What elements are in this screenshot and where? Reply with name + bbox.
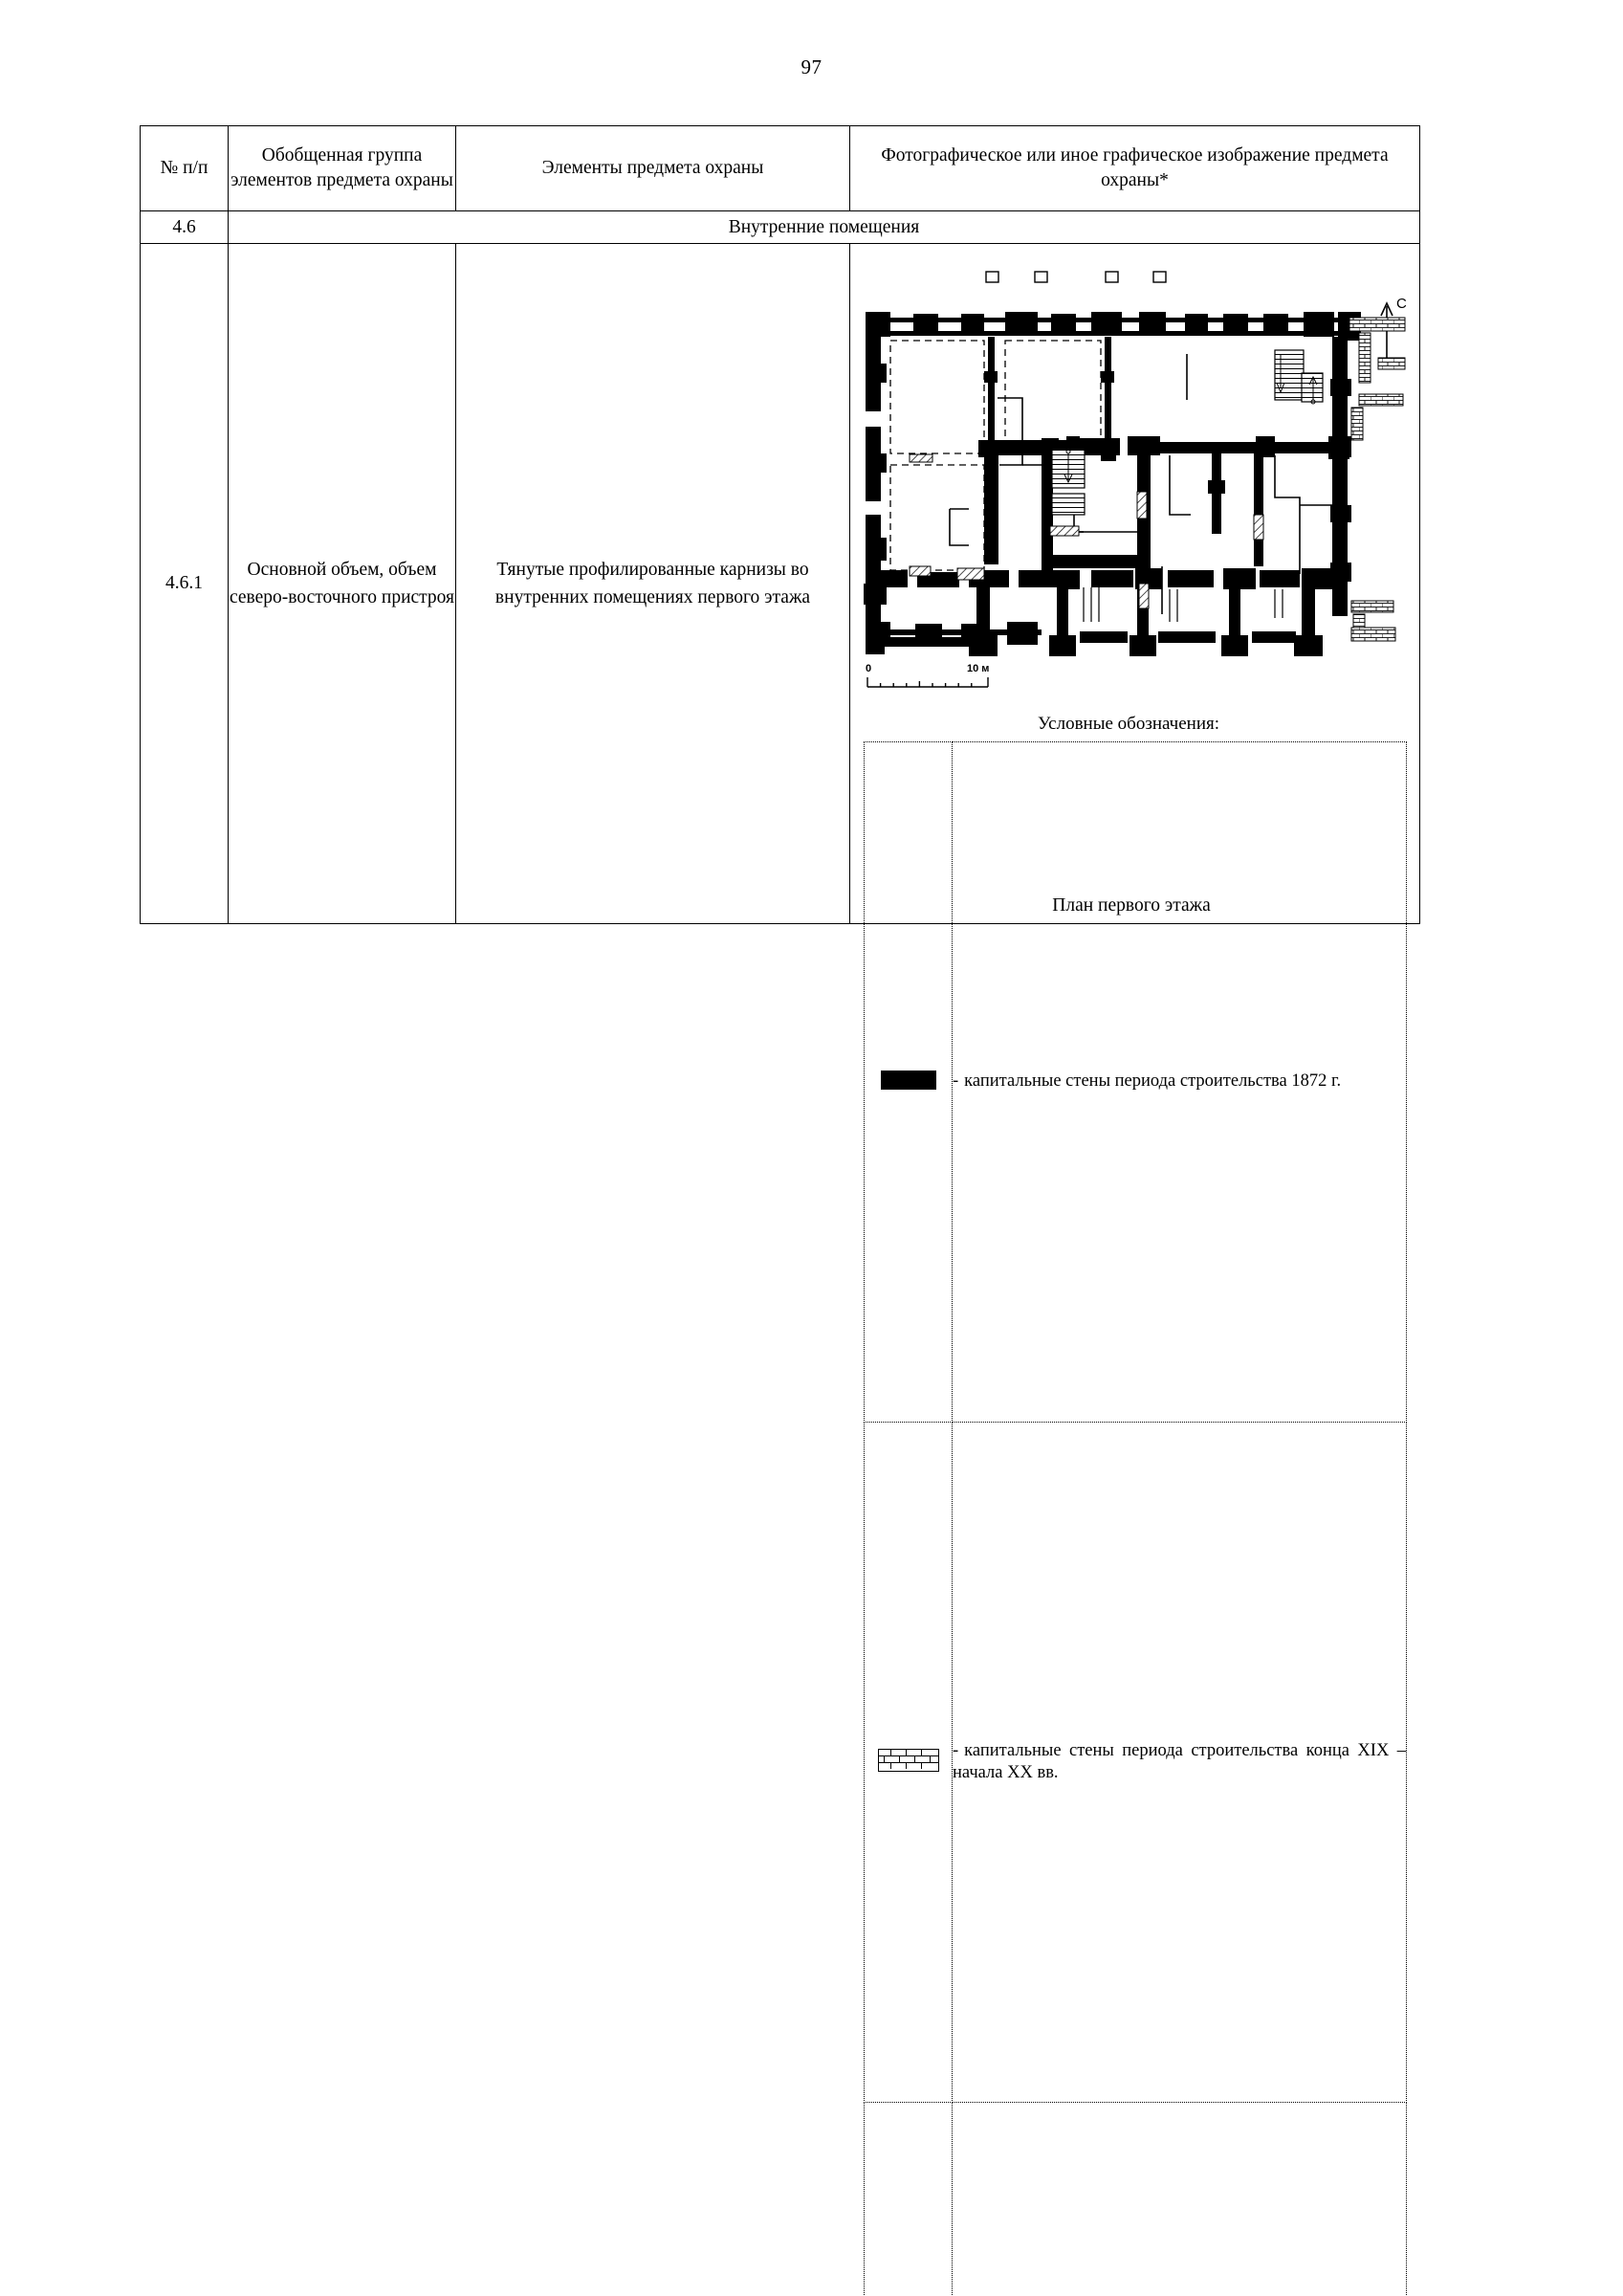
plan-caption: План первого этажа <box>850 895 1413 916</box>
legend-text-1: -капитальные стены периода строительства… <box>953 1423 1407 2103</box>
table-header-row: № п/п Обобщенная группа элементов предме… <box>141 126 1420 211</box>
legend-text-0: -капитальные стены периода строительства… <box>953 742 1407 1423</box>
window-symbols <box>986 272 1166 282</box>
staircase-right <box>1275 350 1323 404</box>
row-image-cell: С <box>850 244 1420 924</box>
row-elements: Тянутые профилированные карнизы во внутр… <box>456 244 850 924</box>
section-title: Внутренние помещения <box>229 211 1420 244</box>
north-arrow <box>1381 303 1393 365</box>
scale-start-label: 0 <box>866 663 871 674</box>
legend-row: -капитальные стены периода строительства… <box>865 742 1407 1423</box>
legend-label: капитальные стены периода строительства … <box>964 1071 1341 1091</box>
section-number: 4.6 <box>141 211 229 244</box>
page-number: 97 <box>0 55 1623 79</box>
section-row: 4.6 Внутренние помещения <box>141 211 1420 244</box>
protection-subject-table: № п/п Обобщенная группа элементов предме… <box>140 125 1420 924</box>
legend-label: капитальные стены периода строительства … <box>953 1741 1406 1782</box>
table-row: 4.6.1 Основной объем, объем северо-восто… <box>141 244 1420 924</box>
annex-bottom-right <box>1351 628 1395 641</box>
row-group: Основной объем, объем северо-восточного … <box>229 244 456 924</box>
header-image: Фотографическое или иное графическое изо… <box>850 126 1420 211</box>
brick-wall-icon <box>878 1749 939 1772</box>
capital-walls-late-19th <box>1349 318 1405 637</box>
north-label: С <box>1396 296 1407 312</box>
legend-row: -проекция тянутого профилированного карн… <box>865 2103 1407 2296</box>
header-elements: Элементы предмета охраны <box>456 126 850 211</box>
header-num: № п/п <box>141 126 229 211</box>
floor-plan-drawing: С <box>854 258 1416 670</box>
legend-row: -капитальные стены периода строительства… <box>865 1423 1407 2103</box>
header-group: Обобщенная группа элементов предмета охр… <box>229 126 456 211</box>
legend-table: -капитальные стены периода строительства… <box>864 741 1407 2296</box>
scale-end-label: 10 м <box>967 663 989 674</box>
row-number: 4.6.1 <box>141 244 229 924</box>
scale-bar: 0 10 м <box>864 660 1007 698</box>
legend-symbol-dashed-line <box>865 2103 953 2296</box>
solid-wall-icon <box>881 1071 936 1090</box>
legend-symbol-solid-wall <box>865 742 953 1423</box>
legend-dash: - <box>953 1071 964 1091</box>
legend-symbol-brick-wall <box>865 1423 953 2103</box>
legend-dash: - <box>953 1741 964 1760</box>
staircase-central <box>1052 450 1085 515</box>
document-page: 97 № п/п Обобщенная группа элементов пре… <box>0 0 1623 1148</box>
legend-title: Условные обозначения: <box>850 714 1413 735</box>
legend-text-2: -проекция тянутого профилированного карн… <box>953 2103 1407 2296</box>
